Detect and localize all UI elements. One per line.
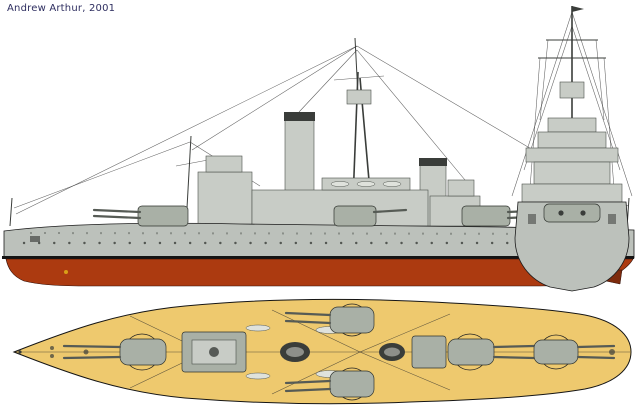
topmast [354,37,359,97]
bow-jackstaff [9,197,13,227]
capstan [50,346,54,350]
hull-cross-section [514,201,630,292]
stern-capstan [609,349,615,355]
plan-boat [245,372,271,380]
turret-a [92,205,189,227]
deck-plan-view [12,298,632,405]
ships-boat [330,181,350,187]
ships-boat [382,181,402,187]
plan-bridge [181,331,247,373]
ships-boat [356,181,376,187]
capstan [50,354,54,358]
plan-turret-x [447,333,536,371]
deck-outline [12,298,632,405]
masthead-pennant [572,6,584,12]
bow-view [511,6,633,292]
side-profile-view [2,37,635,287]
bow-anchor [30,236,40,242]
starboard-anchor [608,214,616,224]
plan-turret-starboard-wing [284,367,375,401]
hull-side [3,222,635,259]
turret-wing [333,205,408,227]
hull-underwater [5,258,634,287]
pilot-house [205,155,243,173]
plan-boat [245,324,271,332]
port-anchor [528,214,536,224]
turret-a-front [543,203,601,223]
boot-top-waterline [2,256,634,259]
plan-aft-deckhouse [411,335,447,369]
crows-nest [559,81,585,99]
plan-turret-y [533,334,616,370]
plan-turret-port-wing [284,303,375,337]
bridge-tower [197,171,253,227]
artist-credit: Andrew Arthur, 2001 [7,3,116,14]
aft-control-position [447,179,475,197]
plan-fore-funnel [280,342,310,362]
capstan [83,349,89,355]
bow-crest [64,270,68,274]
plan-turret-a [62,333,167,371]
spotting-top [346,89,372,105]
bow-superstructure [521,117,623,203]
plan-aft-funnel [379,343,405,361]
bow-staff-base [18,350,22,354]
